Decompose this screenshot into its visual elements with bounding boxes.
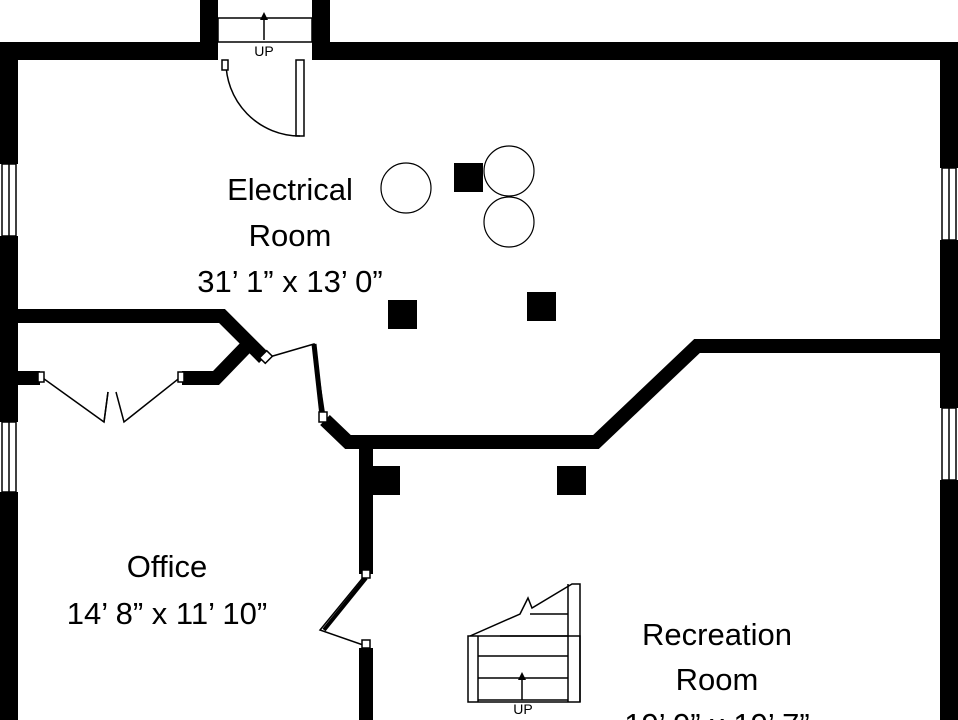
entry-wall-left [200, 0, 218, 60]
recreation-top-wall [320, 339, 940, 449]
electrical-room-name-line1: Electrical [227, 172, 353, 207]
right-wall-3 [940, 480, 958, 720]
office-closet-wall [182, 343, 251, 385]
entry-wall-right [312, 0, 330, 60]
closet-door-right [115, 375, 183, 424]
recreation-room-name-line2: Room [676, 662, 759, 697]
top-wall-left [0, 42, 205, 60]
fixtures [371, 145, 586, 495]
closet-door-left [39, 375, 109, 424]
electrical-room-name-line2: Room [249, 218, 332, 253]
water-heater-circle [380, 162, 432, 214]
left-wall-2 [0, 236, 18, 422]
office-name: Office [127, 549, 207, 584]
left-wall-1 [0, 42, 18, 164]
office-dimensions: 14’ 8” x 11’ 10” [67, 596, 267, 631]
entry-door-swing [225, 59, 301, 137]
recreation-room-dimensions: 19’ 9” x 19’ 7” [624, 707, 810, 720]
office-rec-door [318, 573, 367, 647]
stair-outline [469, 583, 581, 702]
left-wall-3 [0, 492, 18, 720]
column-3 [527, 292, 556, 321]
right-wall-2 [940, 240, 958, 408]
windows [1, 163, 957, 493]
column-2 [388, 300, 417, 329]
basement-stairs [467, 583, 581, 703]
column-5 [557, 466, 586, 495]
electrical-room-dimensions: 31’ 1” x 13’ 0” [197, 264, 383, 299]
top-wall-right [312, 42, 958, 60]
entry-stair [217, 17, 313, 43]
right-wall-1 [940, 42, 958, 168]
tank-circle-top [483, 145, 535, 197]
recreation-room-name-line1: Recreation [642, 617, 792, 652]
up-arrows [260, 12, 526, 700]
stairs-up-label: UP [513, 701, 532, 717]
entry-up-label: UP [254, 43, 273, 59]
entry-door-leaf [295, 59, 305, 137]
column-1 [454, 163, 483, 192]
interior-walls [18, 309, 940, 720]
stair-lower-box [467, 635, 581, 703]
office-top-wall [18, 309, 269, 363]
tank-circle-bottom [483, 196, 535, 248]
column-4 [371, 466, 400, 495]
